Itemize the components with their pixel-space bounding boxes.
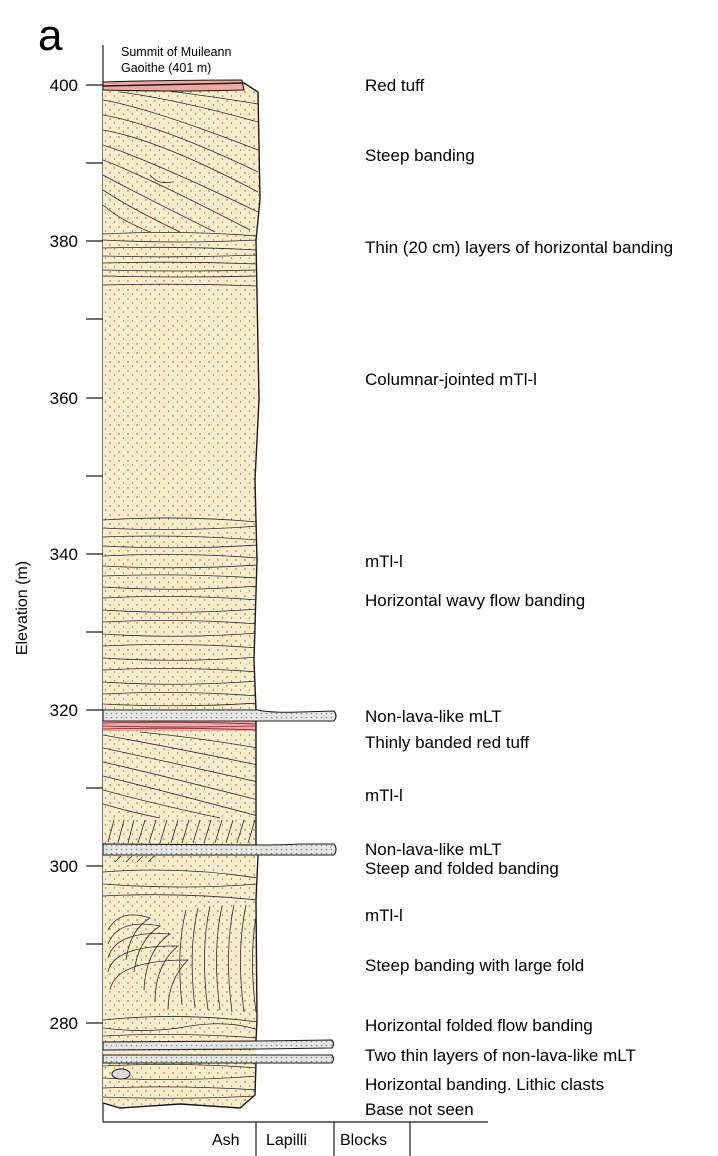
tick-label: 300: [50, 857, 78, 876]
grain-size-ash: Ash: [212, 1132, 240, 1149]
summit-label-line2: Gaoithe (401 m): [121, 61, 211, 75]
tick-label: 360: [50, 389, 78, 408]
lithology-column: [102, 79, 337, 1109]
y-axis-label: Elevation (m): [14, 561, 31, 655]
unit-label-two-thin-mlt: Two thin layers of non-lava-like mLT: [365, 1046, 636, 1065]
y-axis: [86, 45, 104, 1122]
panel-label: a: [38, 11, 63, 60]
unit-label-thin-layers: Thin (20 cm) layers of horizontal bandin…: [365, 238, 673, 257]
unit-label-mtl: mTl-l: [365, 906, 403, 925]
unit-label-mtl: mTl-l: [365, 552, 403, 571]
grain-size-axis: [103, 1121, 488, 1156]
unit-label-steep-banding: Steep banding: [365, 146, 475, 165]
unit-label-columnar-jointed: Columnar-jointed mTl-l: [365, 370, 537, 389]
y-tick-labels: 400 380 360 340 320 300 280: [50, 76, 78, 1033]
tick-label: 400: [50, 76, 78, 95]
unit-descriptions: Red tuff Steep banding Thin (20 cm) laye…: [365, 76, 673, 1119]
unit-label-non-lava-mlt: Non-lava-like mLT: [365, 707, 502, 726]
unit-label-red-tuff: Red tuff: [365, 76, 425, 95]
unit-label-non-lava-mlt: Non-lava-like mLT: [365, 840, 502, 859]
unit-label-folded-flow: Horizontal folded flow banding: [365, 1016, 593, 1035]
unit-label-wavy-flow: Horizontal wavy flow banding: [365, 591, 585, 610]
tick-label: 340: [50, 545, 78, 564]
unit-label-base-not-seen: Base not seen: [365, 1100, 474, 1119]
tick-label: 320: [50, 701, 78, 720]
tick-label: 280: [50, 1014, 78, 1033]
tick-label: 380: [50, 232, 78, 251]
unit-label-red-tuff-banded: Thinly banded red tuff: [365, 733, 529, 752]
unit-label-mtl: mTl-l: [365, 786, 403, 805]
summit-label-line1: Summit of Muileann: [121, 45, 232, 59]
unit-label-large-fold: Steep banding with large fold: [365, 956, 584, 975]
unit-label-steep-folded: Steep and folded banding: [365, 859, 559, 878]
grain-size-lapilli: Lapilli: [266, 1132, 307, 1149]
grain-size-blocks: Blocks: [340, 1132, 387, 1149]
unit-label-lithic-clasts: Horizontal banding. Lithic clasts: [365, 1075, 604, 1094]
